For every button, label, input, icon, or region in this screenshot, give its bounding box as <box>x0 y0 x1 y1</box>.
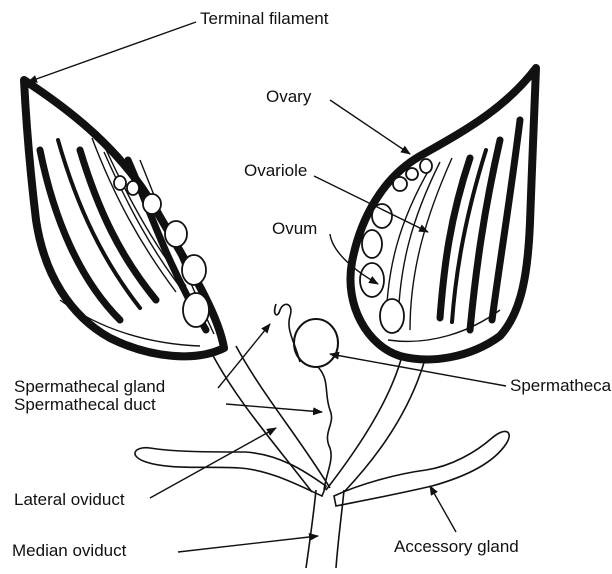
ovary-right <box>350 68 536 359</box>
spermatheca <box>294 319 338 367</box>
ovary-left <box>24 80 224 356</box>
leader-accessory-gland <box>430 486 456 532</box>
label-lateral-oviduct: Lateral oviduct <box>14 490 125 509</box>
leader-ovary <box>330 100 410 154</box>
label-spermathecal-gland: Spermathecal gland <box>14 377 165 396</box>
label-ovum: Ovum <box>272 219 317 238</box>
label-ovariole: Ovariole <box>244 161 307 180</box>
leader-spermathecal-gland <box>218 324 270 388</box>
label-median-oviduct: Median oviduct <box>12 541 127 560</box>
leader-median-oviduct <box>178 536 318 552</box>
label-spermathecal-duct: Spermathecal duct <box>14 395 156 414</box>
label-spermatheca: Spermatheca <box>510 376 612 395</box>
accessory-gland-left <box>135 448 326 496</box>
label-terminal-filament: Terminal filament <box>200 9 329 28</box>
label-accessory-gland: Accessory gland <box>394 537 519 556</box>
label-ovary: Ovary <box>266 87 312 106</box>
leader-terminal-filament <box>28 22 196 82</box>
